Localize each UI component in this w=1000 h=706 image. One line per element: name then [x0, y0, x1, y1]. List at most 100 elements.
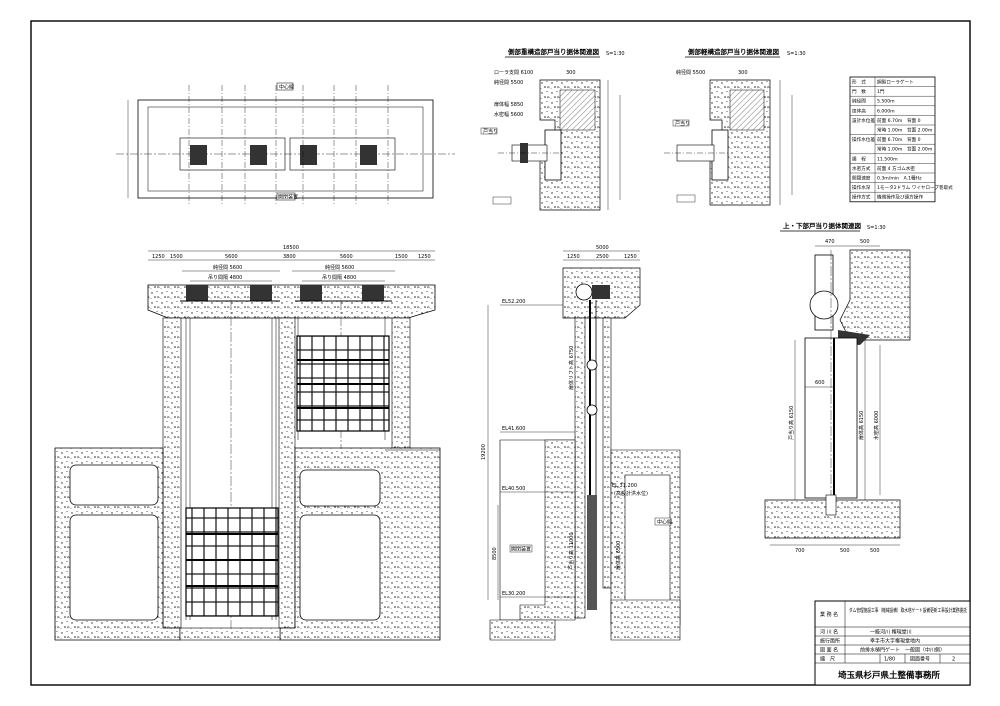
tb-drawing-label: 図 面 名: [820, 647, 838, 654]
downstream-detail: 側部軽構造部戸当り据体関連図 S=1:30 純径間 5500 300 380 戸…: [664, 47, 806, 206]
spec-label: 水密方式: [852, 165, 871, 172]
up-seal: 扉体幅 5850: [494, 101, 523, 108]
elev-dim-0: 1250: [152, 254, 165, 260]
tb-location-value: 幸手市大字権現堂地内: [870, 638, 920, 645]
elev-dim-1: 1500: [170, 254, 183, 260]
tb-river-label: 河 川 名: [820, 629, 838, 636]
sec-v2: 戸当り高 11000: [568, 533, 575, 571]
up-span: 純径間 5500: [494, 79, 523, 86]
sec-el-low-note: (高設計洪水位): [614, 490, 648, 497]
elev-left-span: 純径間 5600: [213, 264, 242, 271]
downstream-title: 側部軽構造部戸当り据体関連図: [687, 47, 780, 56]
spec-value: 11.500m: [877, 156, 898, 162]
sec-d2: 2500: [596, 254, 609, 260]
spec-value: 機側操作及び遠方操作: [877, 194, 923, 201]
spec-label: 操作水深: [852, 184, 871, 191]
spec-value: 前面 6.70m 背面 0: [877, 136, 921, 143]
tb-w3: 600: [815, 380, 825, 386]
spec-value: 1門: [877, 89, 885, 95]
tb-b1: 700: [795, 548, 805, 554]
elev-dim-2: 5600: [225, 254, 238, 260]
spec-label: 純径間: [852, 98, 866, 105]
spec-label: 揚 程: [852, 155, 866, 162]
topbottom-detail: 上・下部戸当り据体関連図 S=1:30 470 500 600 700 500 …: [764, 221, 911, 554]
elev-left-hang: 吊り間隔 4800: [208, 274, 242, 281]
upstream-detail: 側部重構造部戸当り据体関連図 S=1:30 ローラ支間 6100 純径間 550…: [480, 47, 625, 211]
down-span: 純径間 5500: [676, 69, 705, 76]
plan-view: 中心線 開閉装置: [116, 82, 455, 205]
spec-value: 前面 6.70m 背面 0: [877, 117, 921, 124]
sec-el-wl: EL40.500: [502, 486, 525, 492]
tb-project-value: ダム管理施設工事（機械設備）取水塔ゲート設備更新工事設計業務委託: [849, 607, 967, 614]
tb-sheet-label: 図面番号: [910, 656, 930, 663]
tb-project-label: 業 務 名: [820, 611, 838, 618]
sec-el-low: EL 31.200: [612, 483, 637, 489]
upstream-title: 側部重構造部戸当り据体関連図: [507, 47, 600, 56]
tb-location-label: 施行箇所: [820, 638, 840, 645]
up-tag: 戸当り: [483, 128, 498, 135]
elev-right-span: 純径間 5600: [325, 264, 354, 271]
front-elevation: 18500 1250 1500 5600 3800 5600 1500 1250…: [54, 245, 441, 641]
spec-value: 常時 1.00m 背面 2.00m: [877, 146, 933, 153]
spec-label: 扉体高: [852, 107, 866, 114]
sec-label-box: 開閉装置: [511, 546, 531, 553]
tb-w1: 470: [825, 239, 835, 245]
sec-el-top: EL52.200: [502, 299, 525, 305]
tb-drawing-value: 前排水樋門ゲート 一般図（中川側）: [860, 647, 945, 654]
spec-value: 6.000m: [877, 108, 895, 114]
spec-label: 形 式: [852, 79, 866, 86]
spec-value: 0.3m/min A.1種Hz: [877, 175, 922, 182]
sec-el-bottom: EL30.200: [502, 591, 525, 597]
spec-label: 設計水位差: [852, 117, 875, 124]
sec-top: 5000: [596, 245, 609, 251]
elev-dim-4: 5600: [340, 254, 353, 260]
elev-dim-3: 3800: [283, 254, 296, 260]
elev-right-hang: 吊り間隔 4800: [322, 274, 356, 281]
tb-scale-label: 縮 尺: [820, 656, 835, 663]
tb-scale-value: 1/80: [884, 657, 895, 663]
sec-v4: 8500: [492, 547, 498, 560]
sec-v3: 扉体高 6500: [615, 541, 622, 570]
sec-d1: 1250: [567, 254, 580, 260]
tb-sheet-value: 2: [952, 657, 955, 663]
spec-label: 門 数: [852, 88, 866, 95]
topbottom-title: 上・下部戸当り据体関連図: [783, 221, 862, 230]
spec-label: 操作方式: [852, 194, 871, 201]
elev-dim-5: 1500: [395, 254, 408, 260]
down-dim1: 300: [738, 70, 748, 76]
sec-d3: 1250: [624, 254, 637, 260]
upstream-scale: S=1:30: [606, 51, 625, 57]
spec-value: 前面 4 方ゴム水密: [877, 165, 915, 172]
up-water: 水密幅 5600: [494, 111, 523, 118]
up-roller: ローラ支間 6100: [494, 69, 533, 76]
elev-dim-6: 1250: [418, 254, 431, 260]
section-view: 5000 1250 2500 1250 EL52.200 EL41.600 EL…: [481, 245, 681, 641]
elev-overall-dim: 18500: [283, 245, 299, 251]
tb-h1: 戸当り高 6150: [788, 406, 795, 440]
spec-value: 5.500m: [877, 99, 895, 105]
sec-v1: 扉体リフト高 6750: [568, 346, 575, 390]
sec-el-mid: EL41.600: [502, 426, 525, 432]
spec-table-frame: [849, 76, 936, 203]
spec-label: 開閉速度: [852, 175, 871, 182]
sec-label-right: 中心線: [657, 519, 672, 526]
spec-value: 鋼製ローラゲート: [877, 79, 914, 86]
title-block: 業 務 名 ダム管理施設工事（機械設備）取水塔ゲート設備更新工事設計業務委託 河…: [814, 600, 971, 686]
tb-b3: 500: [870, 548, 880, 554]
tb-b2: 500: [840, 548, 850, 554]
downstream-scale: S=1:30: [787, 51, 806, 57]
tb-office: 埼玉県杉戸県土整備事務所: [838, 670, 941, 681]
spec-value: 常時 1.00m 背面 2.00m: [877, 127, 933, 134]
plan-bottom-label: 開閉装置: [278, 194, 298, 201]
up-dim1: 300: [566, 70, 576, 76]
tb-river-value: 一級河川 権現堂川: [870, 629, 912, 636]
down-tag: 戸当り: [675, 120, 690, 127]
spec-value: 1モータ2ドラム ワイヤロープ巻取式: [877, 184, 953, 191]
tb-h3: 水密高 6000: [873, 411, 880, 440]
sheet-border: [30, 20, 971, 686]
plan-top-label: 中心線: [279, 84, 294, 91]
spec-label: 操作水位差: [852, 136, 875, 143]
